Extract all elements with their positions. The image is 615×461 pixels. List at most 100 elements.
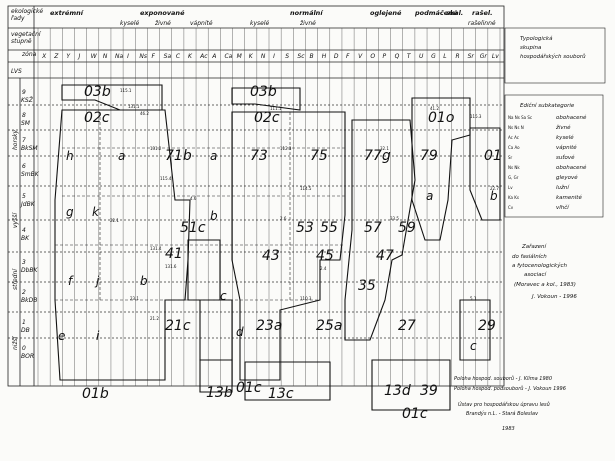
unit-label: 01c: [402, 406, 428, 422]
column-label: K: [249, 53, 254, 60]
row-code: SM: [21, 120, 31, 127]
legend-code: Na Ns Sa Sc: [508, 115, 532, 120]
row-code: DbBK: [21, 267, 39, 274]
unit-label: 39: [420, 383, 438, 399]
row-number: 2: [22, 289, 26, 296]
row-grid: [8, 104, 504, 339]
unit-label: 13c: [268, 386, 294, 402]
legend-item-label: suťové: [556, 154, 575, 161]
row-number: 3: [22, 259, 26, 266]
column-label: Sc: [297, 53, 305, 60]
unit-label: i: [96, 329, 100, 343]
unit-label: 01c: [236, 380, 262, 396]
unit-label: 27: [398, 318, 416, 334]
tier-lowland: nižší: [12, 335, 19, 350]
relevé-code: 131.2: [150, 146, 162, 151]
unit-label: 57: [364, 220, 382, 236]
unit-label: 02c: [254, 110, 280, 126]
relevé-code: 131.1: [128, 104, 140, 109]
column-label: L: [443, 53, 446, 60]
unit-label: 77g: [364, 148, 391, 164]
column-label: D: [334, 53, 339, 60]
dashed-boundaries: [55, 112, 345, 301]
relevé-code: 111.1: [270, 106, 282, 111]
column-label: K: [188, 53, 193, 60]
header-frame: [7, 5, 505, 387]
tier-upper: vyšší: [12, 212, 19, 228]
sub-acid-2: kyselé: [250, 20, 270, 27]
column-label: M: [237, 53, 243, 60]
unit-label: 13b: [206, 385, 233, 401]
column-label: A: [211, 53, 216, 60]
legend-assign-2: do fasiálních: [512, 253, 547, 260]
unit-label: a: [210, 149, 217, 163]
legend-code: Ka Ks: [508, 195, 519, 200]
column-label: S: [285, 53, 289, 60]
unit-label: a: [426, 189, 433, 203]
legend-assign-4: asociací: [524, 271, 548, 278]
legend-code: Ca Ao: [508, 145, 520, 150]
note-city: Brandýs n.L. - Stará Boleslav: [466, 410, 539, 417]
note-year: 1983: [502, 426, 515, 432]
relevé-code: 46.2: [140, 111, 149, 116]
legend-item-label: obohacené: [556, 114, 587, 121]
sub-peat: rašelinné: [468, 20, 496, 27]
unit-label: 03b: [250, 84, 277, 100]
unit-label: d: [236, 325, 244, 339]
sub-acid: kyselé: [120, 20, 140, 27]
relevé-code: 131.4: [150, 246, 162, 251]
tier-middle: střední: [12, 268, 19, 290]
relevé-codes: 115.1131.146.2131.2115.44.622.1131.4131.…: [110, 88, 499, 321]
legend-assign-5: (Moravec a kol., 1983): [514, 282, 576, 288]
legend-author: J. Vokoun - 1996: [531, 294, 577, 300]
relevé-code: 32.1: [380, 146, 389, 151]
column-label: Y: [66, 53, 71, 60]
legend-code: Ns Nk: [508, 165, 520, 170]
unit-label: 51c: [180, 220, 206, 236]
unit-label: g: [66, 205, 74, 219]
unit-label: 35: [358, 278, 376, 294]
column-label: Na: [115, 53, 123, 60]
row-number: 9: [22, 89, 26, 96]
group-gleyed: oglejené: [370, 9, 402, 17]
column-label: Ac: [199, 53, 208, 60]
column-label: I: [127, 53, 129, 60]
legend-title-1: Typologická: [520, 35, 553, 42]
group-exposed: exponované: [140, 9, 185, 17]
relevé-code: 2.6: [280, 216, 287, 221]
column-label: F: [346, 53, 350, 60]
column-label: C: [176, 53, 181, 60]
row-code: BOR: [21, 353, 34, 360]
column-label: Sa: [164, 53, 172, 60]
unit-label: 03b: [84, 84, 111, 100]
legend-item-label: vápnité: [556, 144, 577, 151]
unit-label: 53: [296, 220, 314, 236]
row-number: 4: [22, 227, 26, 234]
unit-label: 55: [320, 220, 338, 236]
row-number: 0: [22, 345, 26, 352]
note-position-2: Poloha hospod. podsouborů - J. Vokoun 19…: [454, 385, 566, 392]
unit-label: b: [210, 209, 218, 223]
row-number: 5: [22, 193, 26, 200]
unit-label: 43: [262, 248, 280, 264]
corner-label-4: stupně: [11, 38, 32, 45]
unit-label: 41: [165, 246, 183, 262]
note-position-1: Poloha hospod. souborů - J. Klíma 1980: [454, 375, 552, 382]
row-labels: 9KSŽ8SM7BkSM6SmBK5JdBK4BK3DbBK2BkDB1DB0B…: [20, 89, 40, 360]
unit-label: 13d: [384, 383, 411, 399]
column-label: Sr: [468, 53, 475, 60]
column-label: U: [419, 53, 424, 60]
lvs-label: LVS: [11, 68, 22, 75]
row-code: KSŽ: [21, 96, 34, 104]
legend-item-label: živné: [555, 124, 571, 131]
column-label: Ca: [224, 53, 232, 60]
unit-label: 73: [250, 148, 268, 164]
relevé-code: 110.3: [300, 296, 312, 301]
group-riparian: podmáčené: [414, 9, 458, 17]
relevé-code: 131.6: [165, 264, 177, 269]
column-label: I: [273, 53, 275, 60]
row-code: JdBK: [20, 201, 36, 208]
row-code: BkSM: [21, 145, 38, 152]
sub-rich: živné: [154, 20, 171, 27]
